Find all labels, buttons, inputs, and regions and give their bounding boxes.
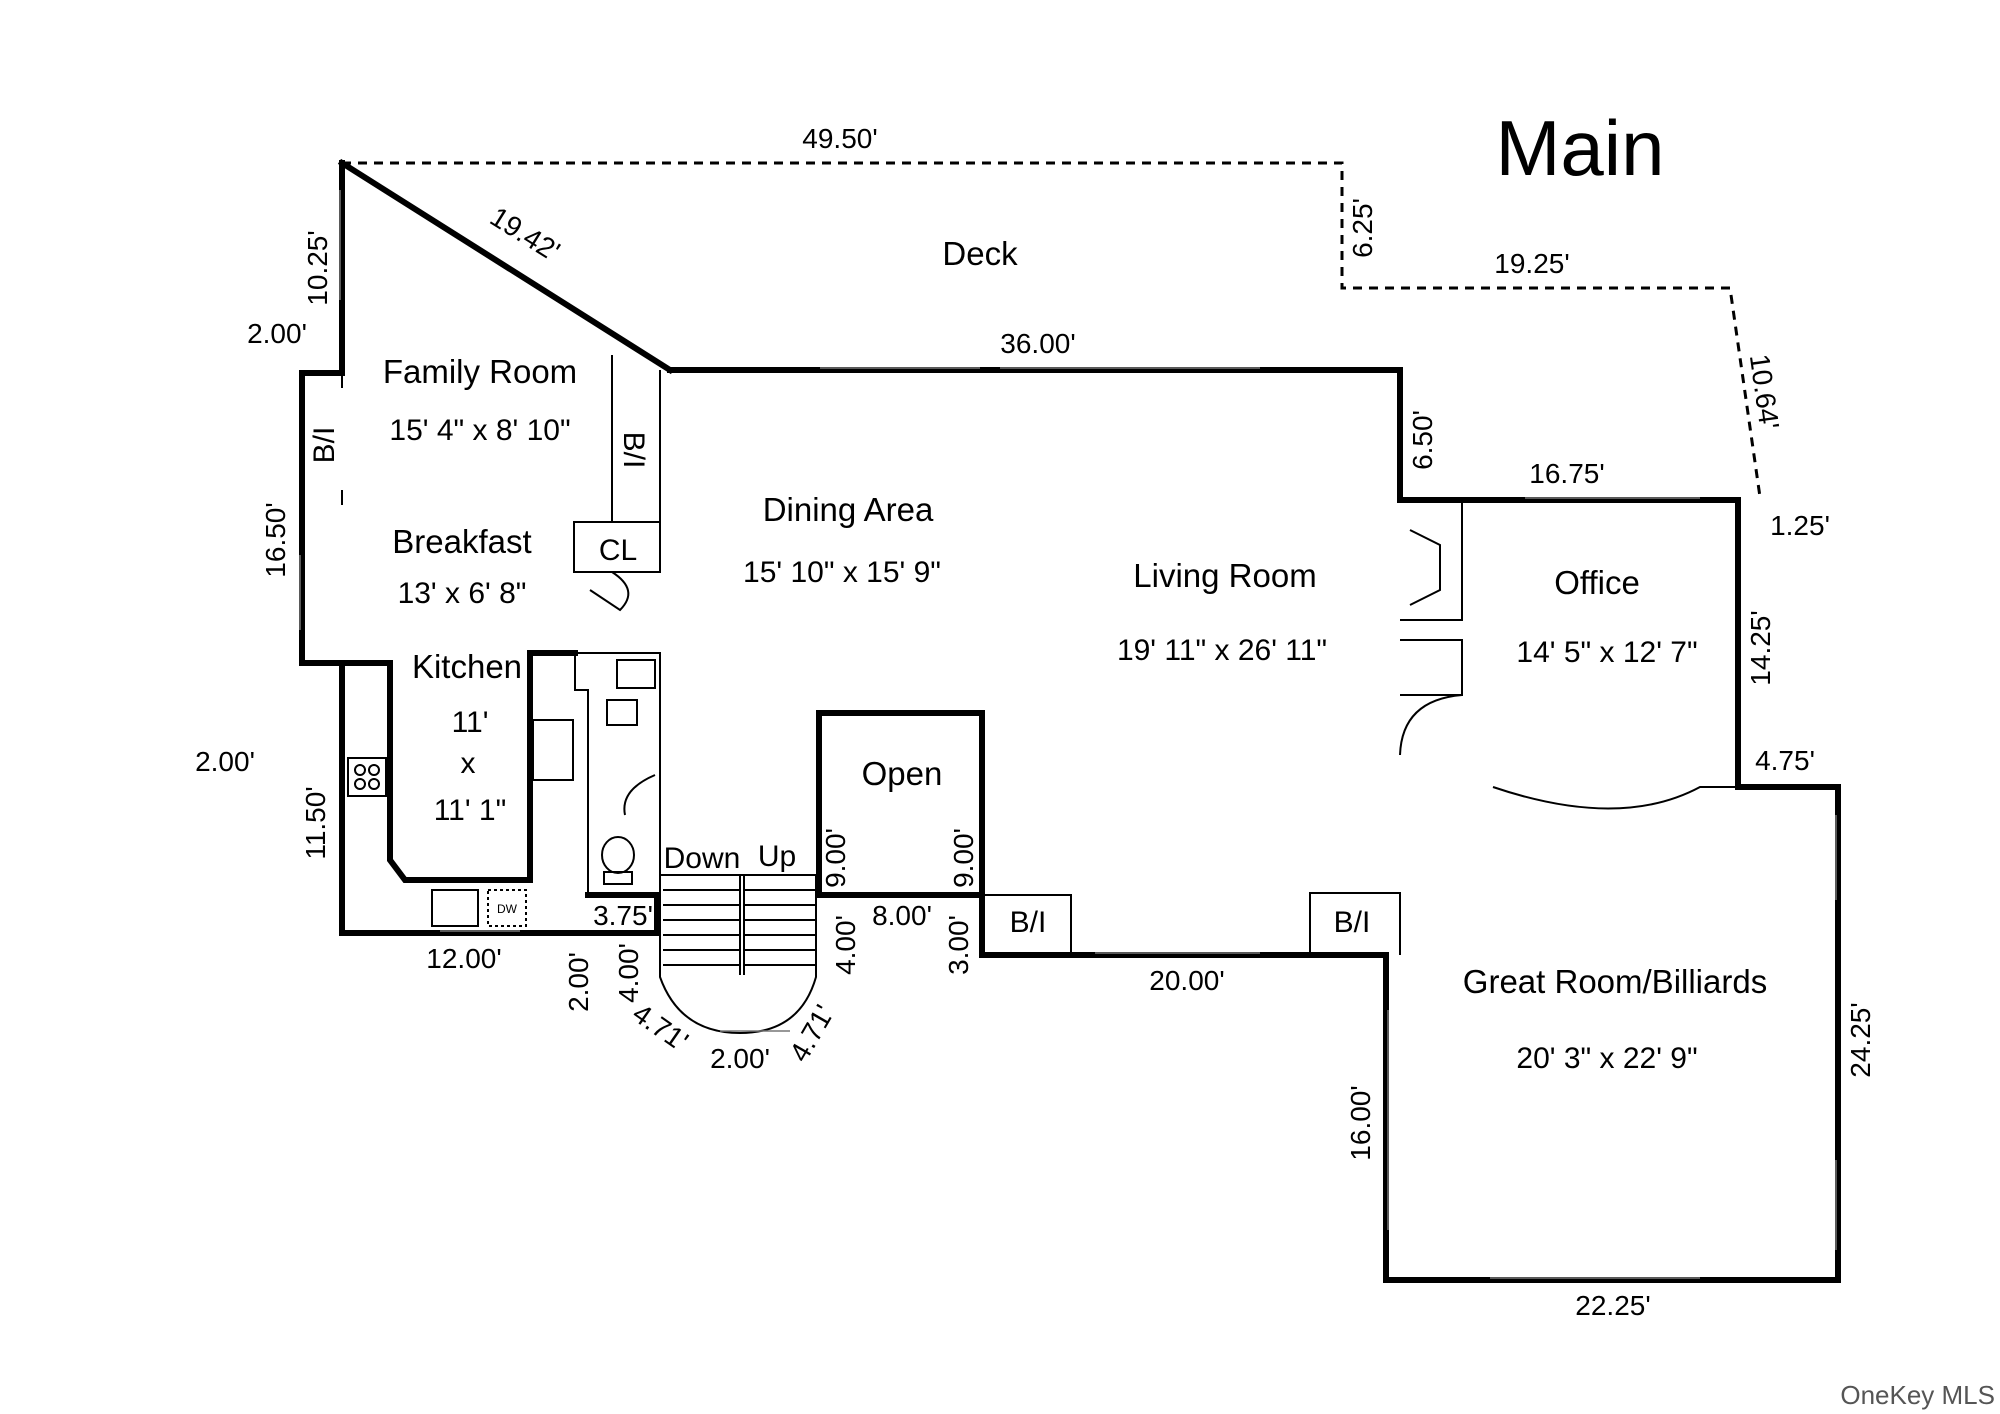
page-title: Main (1495, 104, 1664, 192)
stairs-up-label: Up (758, 840, 796, 873)
dim-stair-right-side: 4.00' (830, 915, 861, 975)
built-in-label-living: B/I (1334, 906, 1371, 939)
dishwasher-label: DW (497, 902, 518, 916)
room-living-label: Living Room (1133, 557, 1316, 594)
walls (299, 158, 1841, 1283)
room-deck-label: Deck (942, 235, 1018, 272)
room-kitchen-dim2: x (461, 747, 476, 780)
dim-stair-arc-bottom: 2.00' (710, 1043, 770, 1074)
room-breakfast-label: Breakfast (392, 523, 531, 560)
dim-deck-left: 10.25' (302, 230, 333, 305)
dim-dining-top: 36.00' (1000, 328, 1075, 359)
dim-stair-landing: 3.75' (593, 900, 653, 931)
room-great-label: Great Room/Billiards (1463, 963, 1767, 1000)
windows (299, 190, 1837, 1279)
room-office-label: Office (1554, 564, 1640, 601)
dim-stair-left-side: 4.00' (613, 943, 644, 1003)
room-dining-dims: 15' 10" x 15' 9" (743, 556, 941, 589)
room-dining-label: Dining Area (763, 491, 934, 528)
dim-stair-open-right: 9.00' (948, 828, 979, 888)
dim-living-bottom: 20.00' (1149, 965, 1224, 996)
stove-icon (347, 757, 387, 797)
dishwasher-icon (487, 889, 527, 927)
vanity-sink-icon (606, 699, 638, 726)
watermark: OneKey MLS (1840, 1380, 1995, 1410)
room-living-dims: 19' 11" x 26' 11" (1117, 634, 1327, 667)
sink-icon (431, 889, 479, 927)
dim-office-top: 16.75' (1529, 458, 1604, 489)
dim-kitchen-bottom: 12.00' (426, 943, 501, 974)
dim-stair-arc-left: 4.71' (627, 997, 694, 1057)
dim-great-bottom: 22.25' (1575, 1290, 1650, 1321)
bath-sink-icon (616, 659, 656, 689)
dim-stair-arc-right: 4.71' (783, 1000, 840, 1067)
built-in-label-open: B/I (1010, 906, 1047, 939)
dim-stair-jog: 2.00' (563, 952, 594, 1012)
room-office-dims: 14' 5" x 12' 7" (1516, 636, 1697, 669)
island-icon (532, 719, 574, 781)
dim-open-step: 3.00' (943, 915, 974, 975)
dim-office-jog: 4.75' (1755, 745, 1815, 776)
dim-deck-diag: 19.42' (485, 201, 565, 267)
dim-deck-right-b: 19.25' (1494, 248, 1569, 279)
appliances (347, 571, 656, 927)
dim-stair-open-left: 9.00' (820, 828, 851, 888)
dim-left-jog-bottom: 2.00' (195, 746, 255, 777)
toilet-icon (601, 836, 635, 874)
room-open-label: Open (862, 755, 943, 792)
dim-left-jog-top: 2.00' (247, 318, 307, 349)
room-family-label: Family Room (383, 353, 577, 390)
dim-great-left: 16.00' (1345, 1085, 1376, 1160)
room-kitchen-dim3: 11' 1" (434, 794, 507, 827)
room-kitchen-label: Kitchen (412, 648, 522, 685)
dimension-labels: 49.50' 6.25' 19.25' 10.64' 19.42' 10.25'… (195, 123, 1876, 1321)
built-in-label-left: B/I (308, 427, 341, 464)
stairs-down-label: Down (664, 842, 741, 875)
room-family-dims: 15' 4" x 8' 10" (389, 414, 570, 447)
dim-deck-right-c: 10.64' (1744, 352, 1785, 431)
door-swing-icon (589, 571, 630, 612)
dim-left-side: 16.50' (260, 502, 291, 577)
dim-great-right: 24.25' (1845, 1002, 1876, 1077)
deck-outline (342, 161, 1762, 498)
built-in-label-family: B/I (617, 432, 650, 469)
dim-living-right: 6.50' (1407, 410, 1438, 470)
room-great-dims: 20' 3" x 22' 9" (1516, 1042, 1697, 1075)
dim-office-corner: 1.25' (1770, 510, 1830, 541)
dim-deck-top: 49.50' (802, 123, 877, 154)
room-kitchen-dim1: 11' (452, 706, 489, 739)
closet-label: CL (599, 534, 637, 567)
dim-office-right: 14.25' (1745, 610, 1776, 685)
room-breakfast-dims: 13' x 6' 8" (398, 577, 527, 610)
dim-open-bottom: 8.00' (872, 900, 932, 931)
dim-kitchen-left: 11.50' (300, 786, 331, 859)
dim-deck-right-a: 6.25' (1347, 198, 1378, 258)
